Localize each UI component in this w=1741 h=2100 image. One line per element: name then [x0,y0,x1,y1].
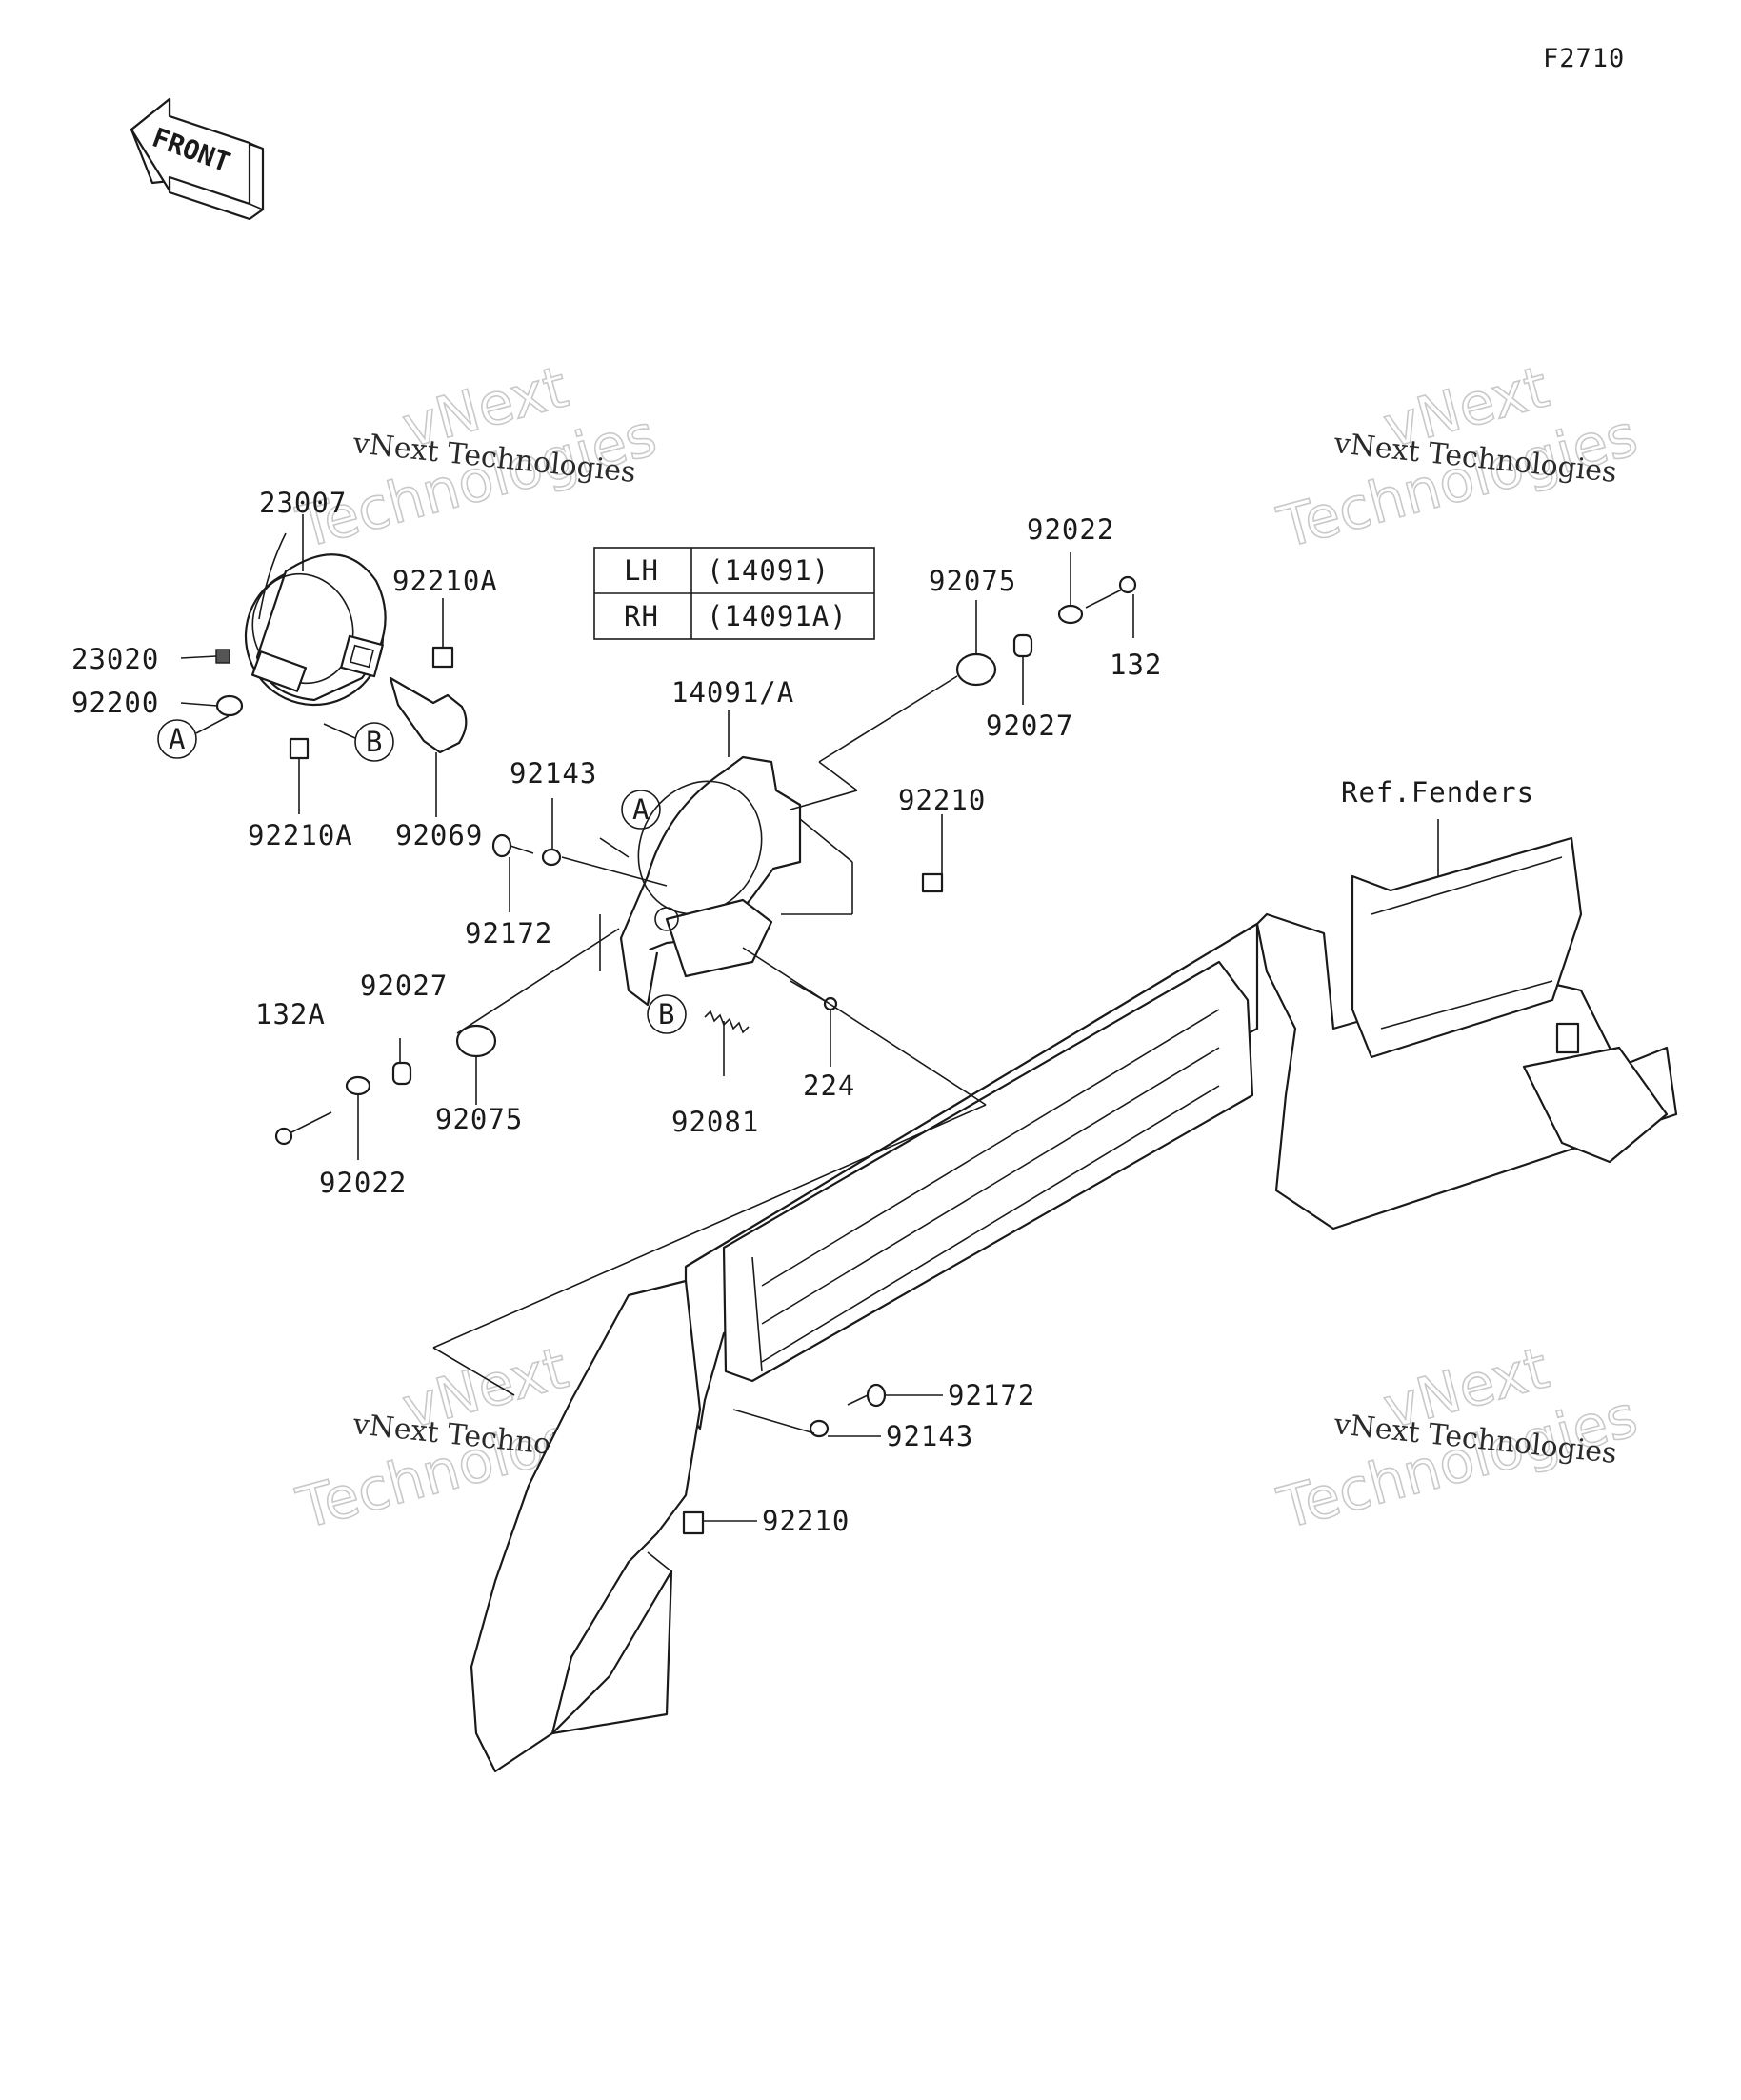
table-lh-part: (14091) [707,554,830,587]
table-lh: LH [624,554,659,587]
callout-92143-upper: 92143 [510,757,597,790]
callout-92022-right: 92022 [1027,513,1114,546]
ref-a-1: A [157,719,197,759]
callout-92143-lower: 92143 [886,1420,973,1452]
callout-92075-left: 92075 [435,1103,523,1135]
grommet-92075-left [455,1024,497,1058]
callout-92027-left: 92027 [360,970,448,1002]
washer-92022-left [345,1075,371,1096]
callout-92210A-bottom: 92210A [248,819,353,851]
callout-92172-lower: 92172 [948,1379,1035,1411]
nut-92143-upper [541,848,562,867]
callout-92075-right: 92075 [929,565,1016,597]
watermark-1: vNext Technologies vNext Technologies [290,353,664,563]
diagram-code: F2710 [1543,44,1625,73]
callout-224: 224 [803,1070,855,1102]
callout-92172-upper: 92172 [465,917,552,950]
callout-132: 132 [1110,649,1162,681]
clip-92210-lower [682,1510,705,1535]
headlight-bracket [619,755,802,1007]
bolt-132 [1085,575,1137,609]
callout-23007: 23007 [259,487,347,519]
callout-92200: 92200 [71,687,159,719]
svg-text:A: A [632,793,650,826]
bolt-224 [790,980,838,1011]
callout-92210-upper: 92210 [898,784,986,816]
nut-92143-lower [809,1419,830,1438]
ref-b-2: B [647,994,687,1034]
callout-92081: 92081 [671,1106,759,1138]
collar-92027-right [1012,633,1033,658]
leader-lines [180,514,1439,1522]
washer-92022-right [1057,604,1084,625]
callout-92210A-top: 92210A [392,565,498,597]
svg-text:B: B [658,998,675,1030]
grommet-92075-right [955,652,997,687]
table-rh-part: (14091A) [707,600,848,632]
collar-92027-left [391,1061,412,1086]
bolt-92172-upper [491,833,534,858]
bolt-132A [274,1111,332,1146]
svg-text:A: A [169,723,186,755]
callout-132A: 132A [255,998,326,1030]
watermark-4: vNext Technologies vNext Technologies [1271,1334,1645,1544]
table-rh: RH [624,600,659,632]
callout-92069: 92069 [395,819,483,851]
front-grille-panel [470,836,1678,1773]
part-92200 [215,694,244,717]
callout-23020: 23020 [71,643,159,675]
callout-92027-right: 92027 [986,710,1073,742]
side-table: LH (14091) RH (14091A) [593,547,875,640]
callout-92022-left: 92022 [319,1167,407,1199]
part-23020 [215,649,230,664]
ref-b-1: B [354,722,394,762]
spring-92081 [704,1010,750,1034]
watermark-2: vNext Technologies vNext Technologies [1271,353,1645,563]
clip-92210-upper [921,872,944,893]
part-92210A-bottom [289,737,310,760]
svg-text:B: B [366,726,383,758]
callout-14091A: 14091/A [671,676,794,709]
ref-a-2: A [621,790,661,830]
callout-ref-fenders: Ref.Fenders [1341,776,1534,809]
callout-92210-lower: 92210 [762,1505,850,1537]
front-arrow: FRONT [130,97,265,221]
headlight-assembly [244,532,468,754]
bolt-92172-lower [847,1383,887,1408]
part-92210A-top [431,646,454,669]
